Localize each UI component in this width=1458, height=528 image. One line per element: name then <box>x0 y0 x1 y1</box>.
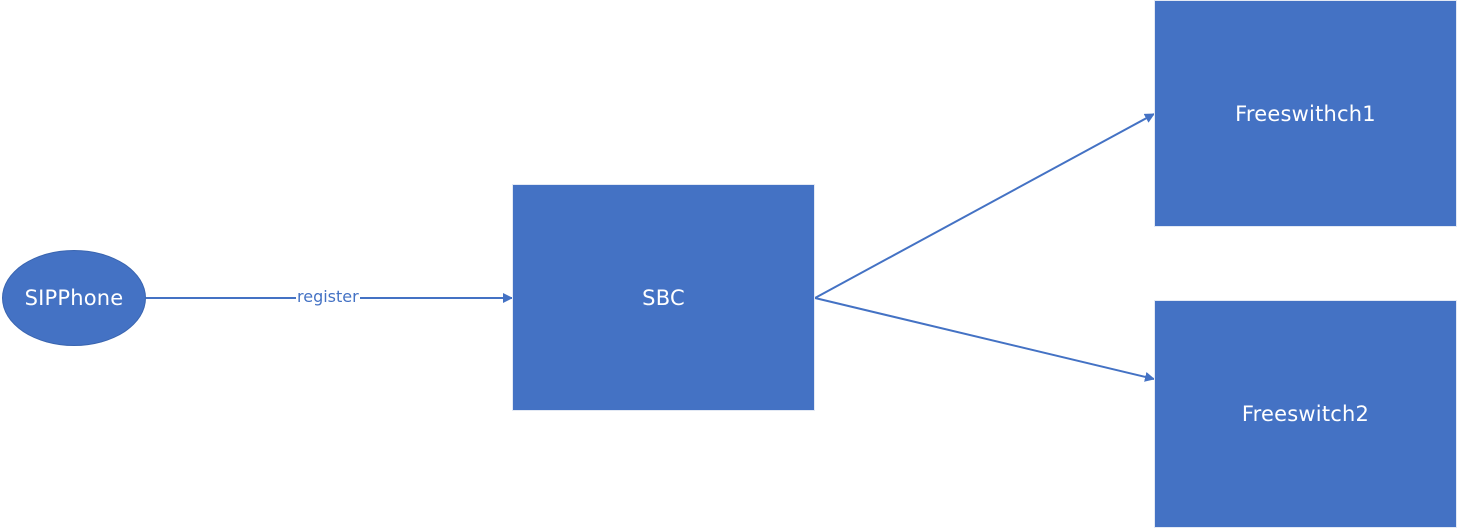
sbc-label: SBC <box>642 285 685 310</box>
sipphone-node[interactable]: SIPPhone <box>2 250 146 346</box>
freeswitch2-node[interactable]: Freeswitch2 <box>1154 300 1457 528</box>
edge-sbc-freeswitch1 <box>814 113 1155 299</box>
sbc-node[interactable]: SBC <box>512 184 815 411</box>
freeswitch1-node[interactable]: Freeswithch1 <box>1154 0 1457 227</box>
freeswitch1-label: Freeswithch1 <box>1235 101 1376 126</box>
sipphone-label: SIPPhone <box>24 286 124 310</box>
edge-label-register: register <box>296 286 360 308</box>
edge-sbc-freeswitch2 <box>814 297 1155 382</box>
freeswitch2-label: Freeswitch2 <box>1241 402 1370 426</box>
